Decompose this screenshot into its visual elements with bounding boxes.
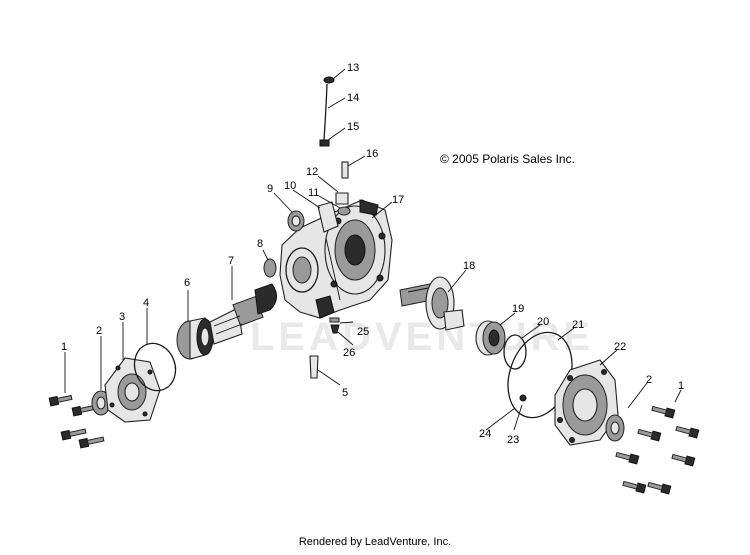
shim-20 — [503, 334, 527, 370]
callout-9: 9 — [267, 183, 273, 195]
callout-3: 3 — [119, 311, 125, 323]
footer-credit: Rendered by LeadVenture, Inc. — [298, 536, 452, 548]
callout-13: 13 — [347, 62, 359, 74]
callout-24: 24 — [479, 428, 491, 440]
callout-20: 20 — [537, 316, 549, 328]
callout-22: 22 — [614, 341, 626, 353]
callout-23: 23 — [507, 434, 519, 446]
callout-4: 4 — [143, 297, 149, 309]
callout-25: 25 — [357, 326, 369, 338]
left-cover — [104, 357, 161, 423]
copyright-notice: © 2005 Polaris Sales Inc. — [440, 152, 575, 166]
bearing — [176, 317, 214, 360]
callout-1-right: 1 — [678, 380, 684, 392]
leader-lines — [64, 68, 682, 431]
ring-gear-shaft — [399, 276, 465, 331]
left-bolts — [48, 394, 105, 449]
right-cover — [554, 359, 619, 446]
callout-21: 21 — [572, 319, 584, 331]
callout-8: 8 — [257, 238, 263, 250]
dowel-23 — [519, 394, 527, 402]
plug-12 — [335, 192, 349, 205]
seal-9-inner — [291, 215, 301, 227]
bearing-19 — [475, 320, 506, 356]
callout-14: 14 — [347, 92, 359, 104]
callout-15: 15 — [347, 121, 359, 133]
callout-5: 5 — [342, 387, 348, 399]
callout-11: 11 — [308, 187, 319, 199]
gearcase-housing — [279, 199, 393, 319]
callout-12: 12 — [306, 166, 318, 178]
callout-26: 26 — [343, 347, 355, 359]
right-seal — [605, 414, 625, 442]
bolt-5 — [309, 355, 319, 379]
vent-hose — [319, 76, 335, 147]
callout-19: 19 — [512, 303, 524, 315]
bushing-10 — [317, 201, 339, 233]
pin-16 — [341, 161, 349, 179]
washer-11 — [337, 206, 351, 216]
right-bolts — [615, 405, 700, 495]
callout-6: 6 — [184, 277, 190, 289]
callout-10: 10 — [284, 180, 296, 192]
callout-16: 16 — [366, 148, 378, 160]
pinion-shaft — [209, 283, 277, 345]
drain-plug — [329, 317, 340, 334]
callout-17: 17 — [392, 194, 404, 206]
callouts: 1 2 3 4 6 7 8 9 10 11 12 13 14 15 16 17 … — [61, 62, 684, 446]
pinion-seal — [263, 258, 277, 278]
callout-2-right: 2 — [646, 374, 652, 386]
callout-7: 7 — [228, 255, 234, 267]
callout-1-left: 1 — [61, 341, 67, 353]
callout-2-left: 2 — [96, 325, 102, 337]
callout-18: 18 — [463, 260, 475, 272]
